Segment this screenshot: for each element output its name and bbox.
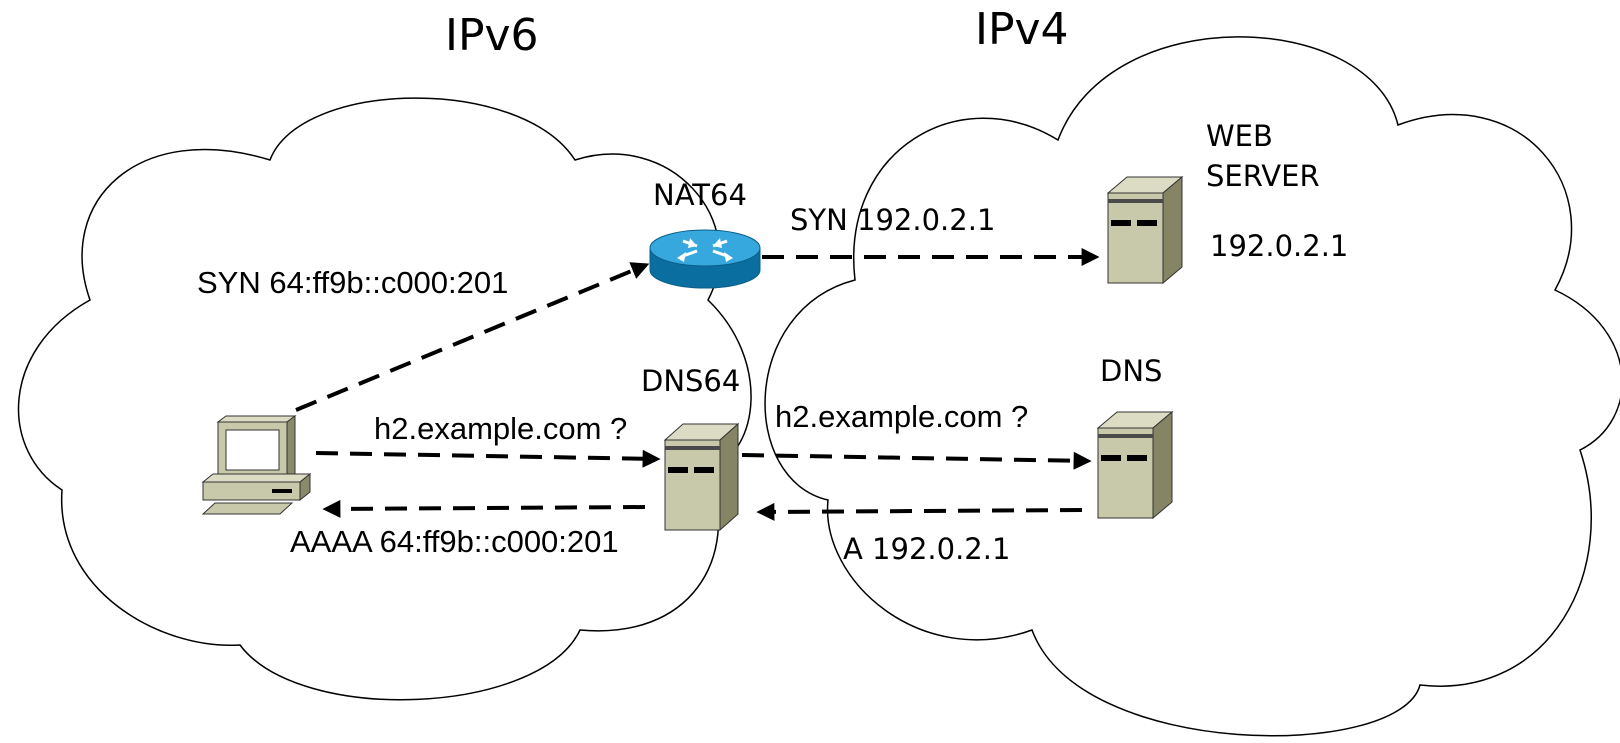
workstation-icon	[201, 415, 312, 515]
syn-ipv4-label: SYN 192.0.2.1	[790, 203, 995, 237]
web-server-label-line1: WEB	[1206, 119, 1273, 153]
nat64-router-icon	[649, 229, 761, 289]
aaaa-reply-label: AAAA 64:ff9b::c000:201	[290, 524, 619, 559]
dns-label: DNS	[1100, 354, 1162, 388]
ipv6-title: IPv6	[445, 10, 539, 61]
ipv6-cloud	[17, 97, 752, 701]
arrow-query-ipv6	[315, 449, 661, 468]
arrow-query-ipv4	[741, 451, 1092, 470]
web-server-ip: 192.0.2.1	[1210, 229, 1348, 263]
a-reply-label: A 192.0.2.1	[843, 532, 1010, 566]
query-ipv4-label: h2.example.com ?	[775, 399, 1028, 434]
dns64-server-icon	[663, 422, 740, 532]
dns-server-icon	[1096, 410, 1174, 520]
web-server-icon	[1106, 175, 1184, 285]
arrow-syn-ipv6	[295, 262, 650, 412]
nat64-label: NAT64	[653, 178, 747, 212]
ipv4-cloud	[764, 36, 1620, 737]
ipv4-title: IPv4	[975, 4, 1069, 55]
query-ipv6-label: h2.example.com ?	[374, 411, 627, 446]
arrow-a-reply	[756, 502, 1083, 521]
syn-ipv6-label: SYN 64:ff9b::c000:201	[197, 265, 508, 300]
dns64-label: DNS64	[641, 364, 740, 398]
web-server-label-line2: SERVER	[1206, 159, 1320, 193]
arrow-aaaa-reply	[322, 499, 646, 518]
